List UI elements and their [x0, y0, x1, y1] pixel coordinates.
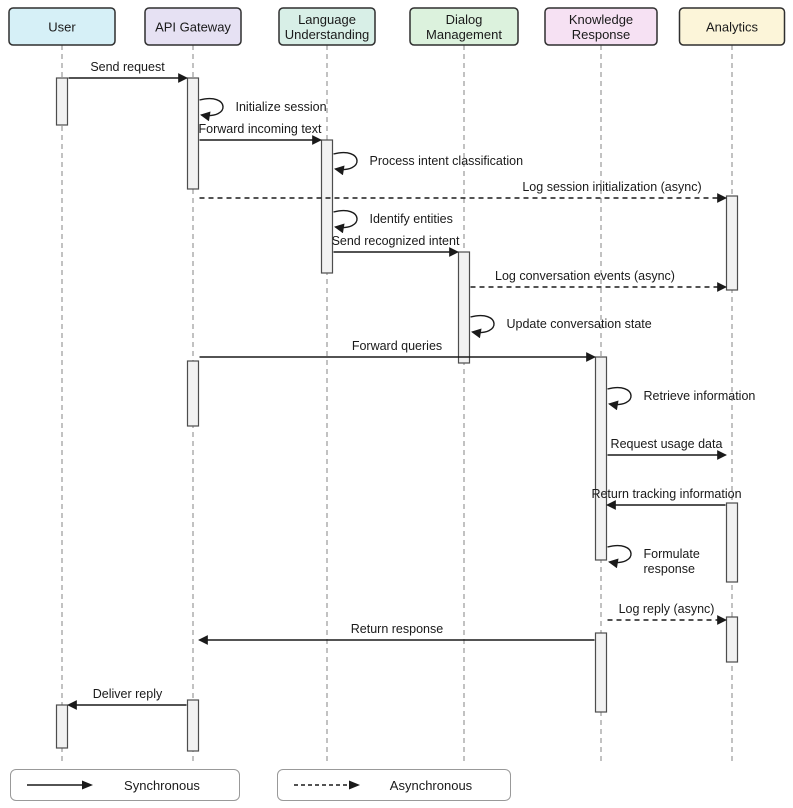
message-label: Initialize session [236, 100, 327, 114]
legend-item-synchronous: Synchronous [10, 769, 240, 801]
participant-box [8, 7, 116, 46]
self-message-loop [607, 544, 632, 569]
self-message-loop [333, 209, 358, 234]
participant-label: API Gateway [155, 20, 231, 35]
message-label: Send recognized intent [332, 234, 460, 248]
message-label: Request usage data [611, 437, 723, 451]
activation-bar-an [725, 195, 739, 291]
participant-box [544, 7, 658, 46]
participant-box [144, 7, 242, 46]
message-label: Identify entities [370, 212, 453, 226]
message-label: Log reply (async) [619, 602, 715, 616]
message-label: Forward incoming text [199, 122, 322, 136]
activation-bar-user [55, 704, 69, 749]
dashed-arrow-icon [294, 780, 360, 790]
participant-user: User [8, 7, 116, 46]
message-label: Deliver reply [93, 687, 163, 701]
message-label: Send request [90, 60, 165, 74]
message-label: Return response [351, 622, 443, 636]
activation-bar-api [186, 360, 200, 427]
activation-bar-lu [320, 139, 334, 274]
participant-box [678, 7, 786, 46]
legend-label-synchronous: Synchronous [124, 777, 200, 793]
participant-label: User [48, 20, 76, 35]
message-label: Update conversation state [507, 317, 652, 331]
self-message-loop [333, 151, 358, 176]
self-message-loop [470, 314, 495, 339]
participant-label: Analytics [706, 20, 759, 35]
participant-box [409, 7, 519, 46]
legend-item-asynchronous: Asynchronous [277, 769, 511, 801]
self-message-loop [607, 386, 632, 411]
message-label: Process intent classification [370, 154, 524, 168]
message-label: Return tracking information [591, 487, 741, 501]
legend-label-asynchronous: Asynchronous [389, 777, 473, 793]
participant-box [278, 7, 376, 46]
self-message-loop [199, 97, 224, 122]
activation-bar-dm [457, 251, 471, 364]
message-label: Retrieve information [644, 389, 756, 403]
activation-bar-an [725, 502, 739, 583]
message-label: Log session initialization (async) [522, 180, 701, 194]
message-label: Log conversation events (async) [495, 269, 675, 283]
activation-bar-api [186, 699, 200, 752]
message-label: Forward queries [352, 339, 442, 353]
activation-bar-user [55, 77, 69, 126]
activation-bar-api [186, 77, 200, 190]
activation-bar-kr [594, 632, 608, 713]
activation-bar-kr [594, 356, 608, 561]
participant-an: Analytics [678, 7, 786, 46]
solid-arrow-icon [27, 780, 93, 790]
activation-bar-an [725, 616, 739, 663]
participant-api: API Gateway [144, 7, 242, 46]
